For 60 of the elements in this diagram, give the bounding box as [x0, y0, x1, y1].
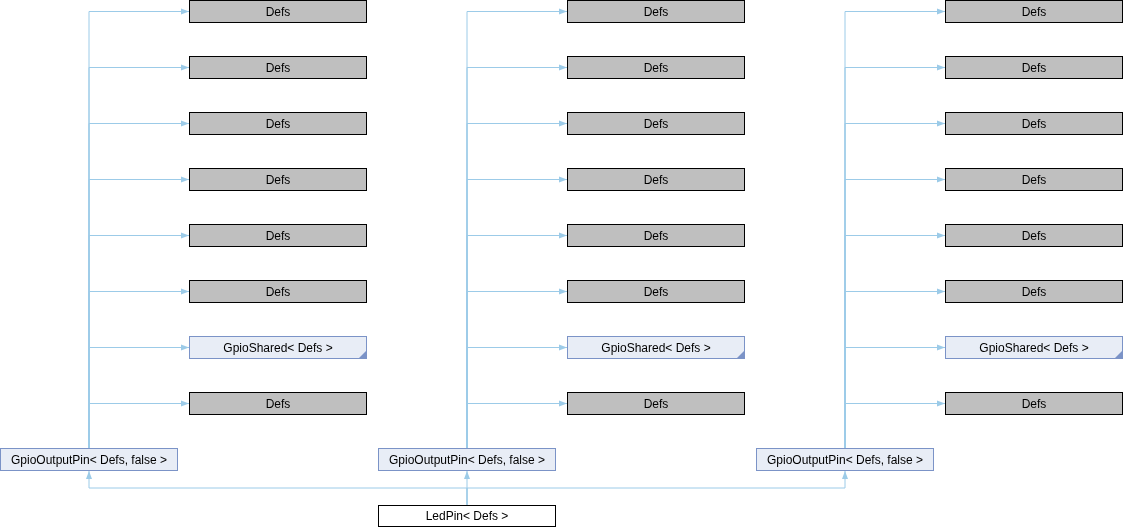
class-box [945, 56, 1123, 79]
class-box [567, 224, 745, 247]
class-name: GpioOutputPin< Defs, false > [10, 452, 168, 467]
class-name: Defs [643, 172, 669, 187]
class-name: Defs [265, 60, 291, 75]
class-name: Defs [643, 396, 669, 411]
inheritance-arrow [88, 400, 190, 449]
class-name: Defs [1021, 396, 1047, 411]
class-name: Defs [1021, 172, 1047, 187]
class-name: GpioOutputPin< Defs, false > [388, 452, 546, 467]
class-box [189, 392, 367, 415]
class-name: Defs [265, 4, 291, 19]
class-box [378, 448, 556, 471]
class-name: GpioOutputPin< Defs, false > [766, 452, 924, 467]
class-box [189, 56, 367, 79]
class-box [945, 224, 1123, 247]
inheritance-arrow [466, 470, 848, 506]
class-name: Defs [643, 228, 669, 243]
class-name: Defs [643, 284, 669, 299]
class-box [756, 448, 934, 471]
class-name: LedPin< Defs > [425, 509, 509, 523]
class-box [945, 280, 1123, 303]
class-box [945, 112, 1123, 135]
class-box [567, 280, 745, 303]
class-name: Defs [265, 116, 291, 131]
class-box [189, 336, 367, 359]
class-box [0, 448, 178, 471]
class-box [567, 336, 745, 359]
class-name: Defs [1021, 284, 1047, 299]
class-name: Defs [265, 172, 291, 187]
class-name: Defs [265, 228, 291, 243]
class-box [945, 0, 1123, 23]
class-name: Defs [1021, 4, 1047, 19]
class-box [945, 168, 1123, 191]
class-name: Defs [1021, 116, 1047, 131]
class-name: Defs [1021, 60, 1047, 75]
class-name: GpioShared< Defs > [601, 340, 711, 355]
class-name: Defs [643, 60, 669, 75]
class-name: GpioShared< Defs > [223, 340, 333, 355]
class-name: Defs [265, 396, 291, 411]
class-box [567, 112, 745, 135]
class-box [945, 336, 1123, 359]
class-box [567, 168, 745, 191]
inheritance-arrow [466, 400, 568, 449]
class-box [189, 168, 367, 191]
class-box [567, 56, 745, 79]
class-box [945, 392, 1123, 415]
class-box [378, 505, 556, 527]
class-name: Defs [1021, 228, 1047, 243]
class-name: Defs [265, 284, 291, 299]
class-box [189, 224, 367, 247]
class-box [567, 392, 745, 415]
class-box [189, 112, 367, 135]
inheritance-arrow [844, 400, 946, 449]
class-name: Defs [643, 4, 669, 19]
class-box [189, 0, 367, 23]
class-box [567, 0, 745, 23]
class-name: GpioShared< Defs > [979, 340, 1089, 355]
class-name: Defs [643, 116, 669, 131]
class-box [189, 280, 367, 303]
